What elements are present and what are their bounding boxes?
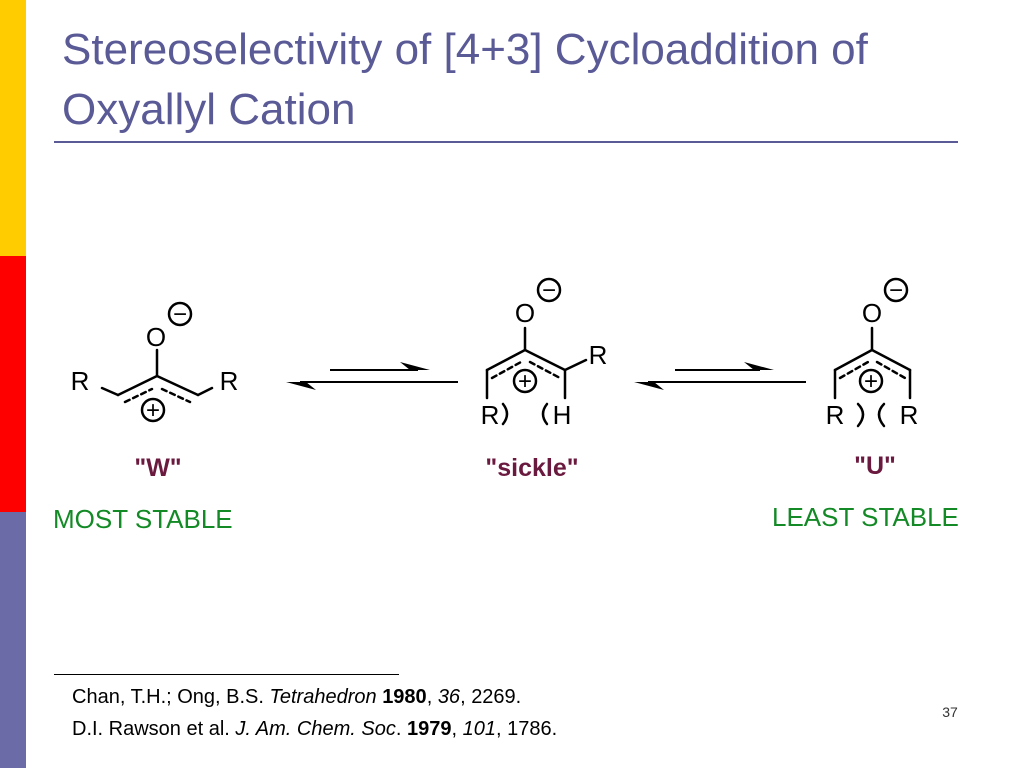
w-plus-charge: + — [146, 397, 160, 424]
title-underline — [54, 141, 958, 143]
w-r-right-label: R — [220, 366, 239, 396]
stability-label-most: MOST STABLE — [53, 504, 233, 534]
conformer-name-u: "U" — [854, 452, 896, 480]
reference-2-authors: D.I. Rawson et al. — [72, 718, 236, 740]
reference-2-volume: 101 — [462, 718, 496, 740]
stability-label-least: LEAST STABLE — [772, 502, 959, 532]
u-r-right-label: R — [900, 400, 919, 430]
reference-1: Chan, T.H.; Ong, B.S. Tetrahedron 1980, … — [72, 686, 522, 708]
page-number: 37 — [942, 704, 958, 720]
equilibrium-arrow-1 — [286, 362, 458, 390]
accent-bar-red — [0, 256, 26, 512]
sickle-h-label: H — [553, 400, 572, 430]
u-minus-charge: − — [889, 277, 903, 304]
reference-1-pages: 2269. — [471, 686, 522, 708]
slide-title: Stereoselectivity of [4+3] Cycloaddition… — [62, 25, 868, 134]
sickle-r-bottom-label: R — [481, 400, 500, 430]
reference-2-journal: J. Am. Chem. Soc — [235, 718, 396, 740]
reference-1-authors: Chan, T.H.; Ong, B.S. — [72, 686, 270, 708]
w-r-left-label: R — [71, 366, 90, 396]
u-conformer-structure — [833, 277, 912, 428]
reference-2: D.I. Rawson et al. J. Am. Chem. Soc. 197… — [72, 718, 558, 740]
conformer-name-sickle: "sickle" — [485, 454, 579, 482]
footnote-rule — [54, 674, 399, 675]
w-conformer-structure — [100, 301, 214, 423]
reference-1-volume: 36 — [437, 686, 461, 708]
accent-bar-blue — [0, 512, 26, 768]
w-minus-charge: − — [173, 301, 187, 328]
reference-1-journal: Tetrahedron — [269, 686, 377, 708]
accent-bar-yellow — [0, 0, 26, 256]
reference-1-year: 1980 — [382, 686, 427, 708]
equilibrium-arrow-2 — [634, 362, 806, 390]
w-oxygen-label: O — [146, 322, 166, 352]
reaction-scheme: O R R + − O R R H + − O R R + − — [71, 277, 919, 430]
sickle-plus-charge: + — [518, 368, 532, 395]
u-oxygen-label: O — [862, 298, 882, 328]
sickle-conformer-structure — [485, 277, 588, 426]
sickle-oxygen-label: O — [515, 298, 535, 328]
u-r-left-label: R — [826, 400, 845, 430]
sickle-minus-charge: − — [542, 277, 556, 304]
u-plus-charge: + — [864, 368, 878, 395]
reference-2-year: 1979 — [406, 718, 452, 740]
reference-2-pages: 1786. — [507, 718, 558, 740]
sickle-r-label: R — [589, 340, 608, 370]
conformer-name-w: "W" — [134, 454, 182, 482]
